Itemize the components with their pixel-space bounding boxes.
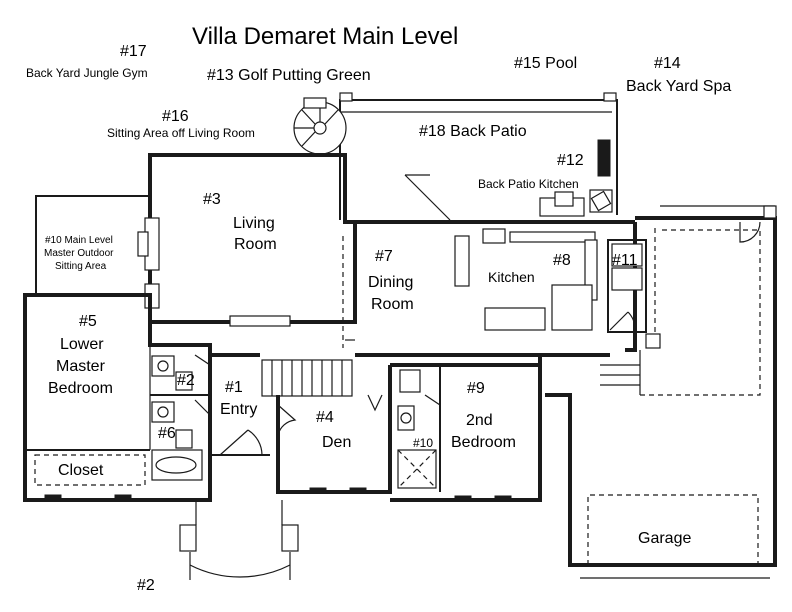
label-front-num: #2 <box>137 577 155 594</box>
label-outdoor-2: Master Outdoor <box>44 248 114 259</box>
front-porch <box>179 500 299 580</box>
staircase <box>261 359 353 397</box>
second-bedroom-walls <box>390 363 542 502</box>
label-bath-2: #2 <box>177 372 195 389</box>
label-jungle-gym: Back Yard Jungle Gym <box>26 66 148 80</box>
label-bed2-2: Bedroom <box>451 434 516 451</box>
label-patio-kitchen: Back Patio Kitchen <box>478 177 579 191</box>
label-outdoor-1: #10 Main Level <box>45 235 113 246</box>
garage-walls <box>545 205 777 579</box>
label-spa: Back Yard Spa <box>626 78 731 95</box>
label-master-num: #5 <box>79 313 97 330</box>
label-living-num: #3 <box>203 191 221 208</box>
label-den-num: #4 <box>316 409 334 426</box>
label-patio-kitchen-num: #12 <box>557 152 584 169</box>
label-laundry-num: #11 <box>612 252 638 269</box>
label-dining-num: #7 <box>375 248 393 265</box>
label-putting-green: #13 Golf Putting Green <box>207 67 371 84</box>
entry-walls <box>210 353 270 456</box>
label-garage: Garage <box>638 530 691 547</box>
label-bed2-num: #9 <box>467 380 485 397</box>
label-sitting: Sitting Area off Living Room <box>107 126 255 140</box>
label-dining-1: Dining <box>368 274 413 291</box>
label-spa-num: #14 <box>654 55 681 72</box>
back-patio-structure <box>339 92 618 221</box>
label-pool: #15 Pool <box>514 55 577 72</box>
label-bath-6: #6 <box>158 425 176 442</box>
label-master-2: Master <box>56 358 106 375</box>
label-jungle-gym-num: #17 <box>120 43 147 60</box>
den-walls <box>276 365 392 494</box>
label-closet: Closet <box>58 462 104 479</box>
label-master-3: Bedroom <box>48 380 113 397</box>
label-outdoor-3: Sitting Area <box>55 261 107 272</box>
label-bath-10: #10 <box>413 436 433 450</box>
plan-title: Villa Demaret Main Level <box>192 23 458 50</box>
label-living-2: Room <box>234 236 277 253</box>
label-den: Den <box>322 434 351 451</box>
laundry-room <box>607 228 661 349</box>
label-entry: Entry <box>220 401 257 418</box>
label-dining-2: Room <box>371 296 414 313</box>
label-bed2-1: 2nd <box>466 412 493 429</box>
label-sitting-num: #16 <box>162 108 189 125</box>
window-marks <box>44 487 512 501</box>
label-entry-num: #1 <box>225 379 243 396</box>
label-master-1: Lower <box>60 336 104 353</box>
label-back-patio: #18 Back Patio <box>419 123 527 140</box>
label-living-1: Living <box>233 215 275 232</box>
label-kitchen: Kitchen <box>488 269 535 285</box>
master-bedroom-walls <box>23 293 212 502</box>
spiral-staircase <box>293 97 347 155</box>
label-kitchen-num: #8 <box>553 252 571 269</box>
